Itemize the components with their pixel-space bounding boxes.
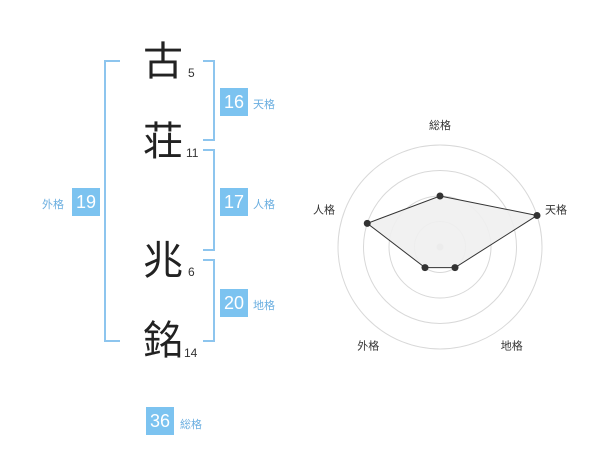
name-char-3: 兆: [143, 238, 183, 284]
soukaku-value: 36: [146, 407, 174, 435]
radar-axis-label-2: 地格: [501, 339, 523, 353]
name-char-2: 荘: [143, 119, 183, 165]
radar-axis-label-4: 人格: [313, 202, 335, 216]
name-char-4: 銘: [143, 318, 183, 364]
radar-point-4: [363, 219, 371, 227]
tenkaku-label: 天格: [253, 98, 275, 111]
chikaku-bracket: [203, 259, 215, 342]
radar-center-dot: [436, 243, 444, 251]
radar-points: [363, 192, 541, 272]
jinkaku-value: 17: [220, 188, 248, 216]
tenkaku-value: 16: [220, 88, 248, 116]
radar-ring: [363, 170, 517, 324]
chikaku-value: 20: [220, 289, 248, 317]
soukaku-label: 総格: [180, 418, 202, 431]
jinkaku-label: 人格: [253, 198, 275, 211]
jinkaku-bracket: [203, 149, 215, 251]
radar-point-3: [421, 264, 429, 272]
radar-ring: [388, 195, 492, 299]
radar-grid: [337, 144, 543, 350]
name-char-2-strokes: 11: [186, 146, 199, 160]
radar-axis-label-3: 外格: [357, 339, 379, 353]
radar-area: [366, 195, 539, 269]
gaikaku-value: 19: [72, 188, 100, 216]
gaikaku-label: 外格: [42, 198, 64, 211]
radar-axis-label-1: 天格: [545, 202, 567, 216]
name-char-1: 古: [143, 39, 183, 85]
chikaku-label: 地格: [253, 299, 275, 312]
radar-ring: [414, 221, 466, 273]
name-char-4-strokes: 14: [184, 346, 198, 360]
tenkaku-bracket: [203, 60, 215, 141]
name-char-1-strokes: 5: [188, 66, 195, 80]
radar-point-0: [436, 192, 444, 200]
radar-point-1: [533, 211, 541, 219]
gaikaku-bracket: [104, 60, 120, 342]
name-char-3-strokes: 6: [188, 265, 195, 279]
radar-point-2: [451, 264, 459, 272]
radar-ring: [337, 144, 543, 350]
radar-axis-label-0: 総格: [429, 118, 451, 132]
